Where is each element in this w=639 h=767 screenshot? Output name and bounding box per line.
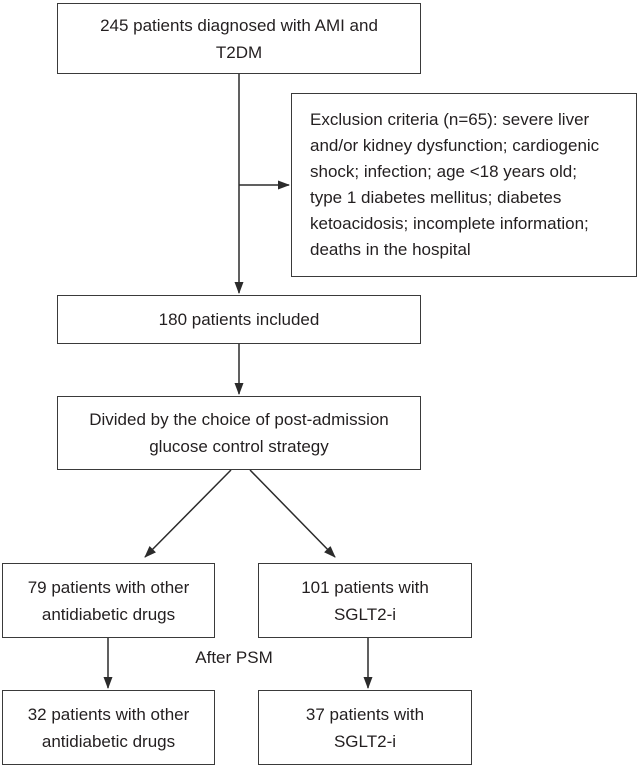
node-divided-strategy: Divided by the choice of post-admission …: [57, 396, 421, 470]
sglt2i-pre-line2: SGLT2-i: [333, 604, 397, 624]
node-included-patients: 180 patients included: [57, 295, 421, 344]
divided-line2: glucose control strategy: [149, 437, 329, 456]
arrow-divided-to-sglt2i: [249, 469, 336, 558]
sglt2i-pre-line1: 101 patients with: [301, 577, 429, 597]
included-line1: 180 patients included: [158, 310, 320, 329]
sglt2i-post-line2: SGLT2-i: [333, 731, 397, 751]
other-pre-line1: 79 patients with other: [27, 577, 190, 597]
node-other-drugs-post-psm: 32 patients with other antidiabetic drug…: [2, 690, 215, 765]
other-pre-line2: antidiabetic drugs: [41, 604, 176, 624]
other-post-line2: antidiabetic drugs: [41, 731, 176, 751]
exclusion-line5: ketoacidosis; incomplete information;: [310, 214, 589, 233]
node-initial-line1: 245 patients diagnosed with AMI and: [100, 15, 378, 35]
other-post-line1: 32 patients with other: [27, 704, 190, 724]
node-initial-cohort: 245 patients diagnosed with AMI and T2DM: [57, 3, 421, 74]
node-other-drugs-pre-psm: 79 patients with other antidiabetic drug…: [2, 563, 215, 638]
exclusion-line1: Exclusion criteria (n=65): severe liver: [310, 110, 590, 129]
node-sglt2i-pre-psm: 101 patients with SGLT2-i: [258, 563, 472, 638]
node-initial-line2: T2DM: [215, 42, 263, 62]
node-sglt2i-post-psm: 37 patients with SGLT2-i: [258, 690, 472, 765]
exclusion-line4: type 1 diabetes mellitus; diabetes: [310, 188, 562, 207]
exclusion-line3: shock; infection; age <18 years old;: [310, 162, 577, 181]
exclusion-line2: and/or kidney dysfunction; cardiogenic: [310, 136, 600, 155]
exclusion-line6: deaths in the hospital: [310, 240, 471, 259]
arrow-divided-to-other-drugs: [144, 469, 232, 558]
after-psm-label: After PSM: [195, 648, 273, 667]
sglt2i-post-line1: 37 patients with: [305, 704, 425, 724]
node-exclusion-criteria: Exclusion criteria (n=65): severe liver …: [291, 93, 637, 277]
divided-line1: Divided by the choice of post-admission: [89, 410, 389, 429]
